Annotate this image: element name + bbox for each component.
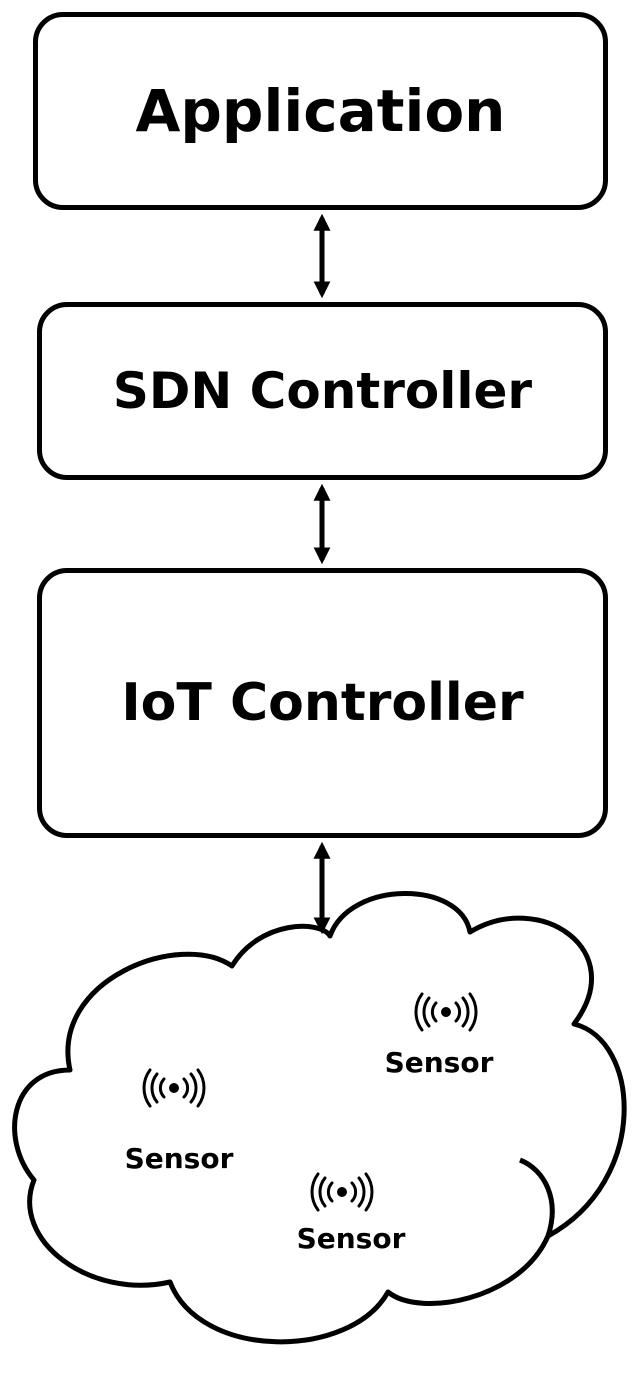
wireless-signal-icon bbox=[142, 1068, 206, 1108]
sensor-label: Sensor bbox=[296, 1222, 406, 1255]
sensor-network-cloud bbox=[12, 891, 627, 1345]
wireless-signal-icon bbox=[414, 992, 478, 1032]
application-layer-label: Application bbox=[135, 77, 506, 145]
iot-controller-label: IoT Controller bbox=[121, 673, 524, 733]
sensor-label: Sensor bbox=[124, 1142, 234, 1175]
sdn-controller-box: SDN Controller bbox=[37, 302, 608, 480]
wireless-signal-icon bbox=[310, 1172, 374, 1212]
sensor-label: Sensor bbox=[384, 1046, 494, 1079]
iot-controller-box: IoT Controller bbox=[37, 568, 608, 838]
application-layer-box: Application bbox=[33, 12, 608, 210]
cloud-detail-bump bbox=[518, 1157, 555, 1237]
sdn-controller-label: SDN Controller bbox=[112, 362, 533, 420]
